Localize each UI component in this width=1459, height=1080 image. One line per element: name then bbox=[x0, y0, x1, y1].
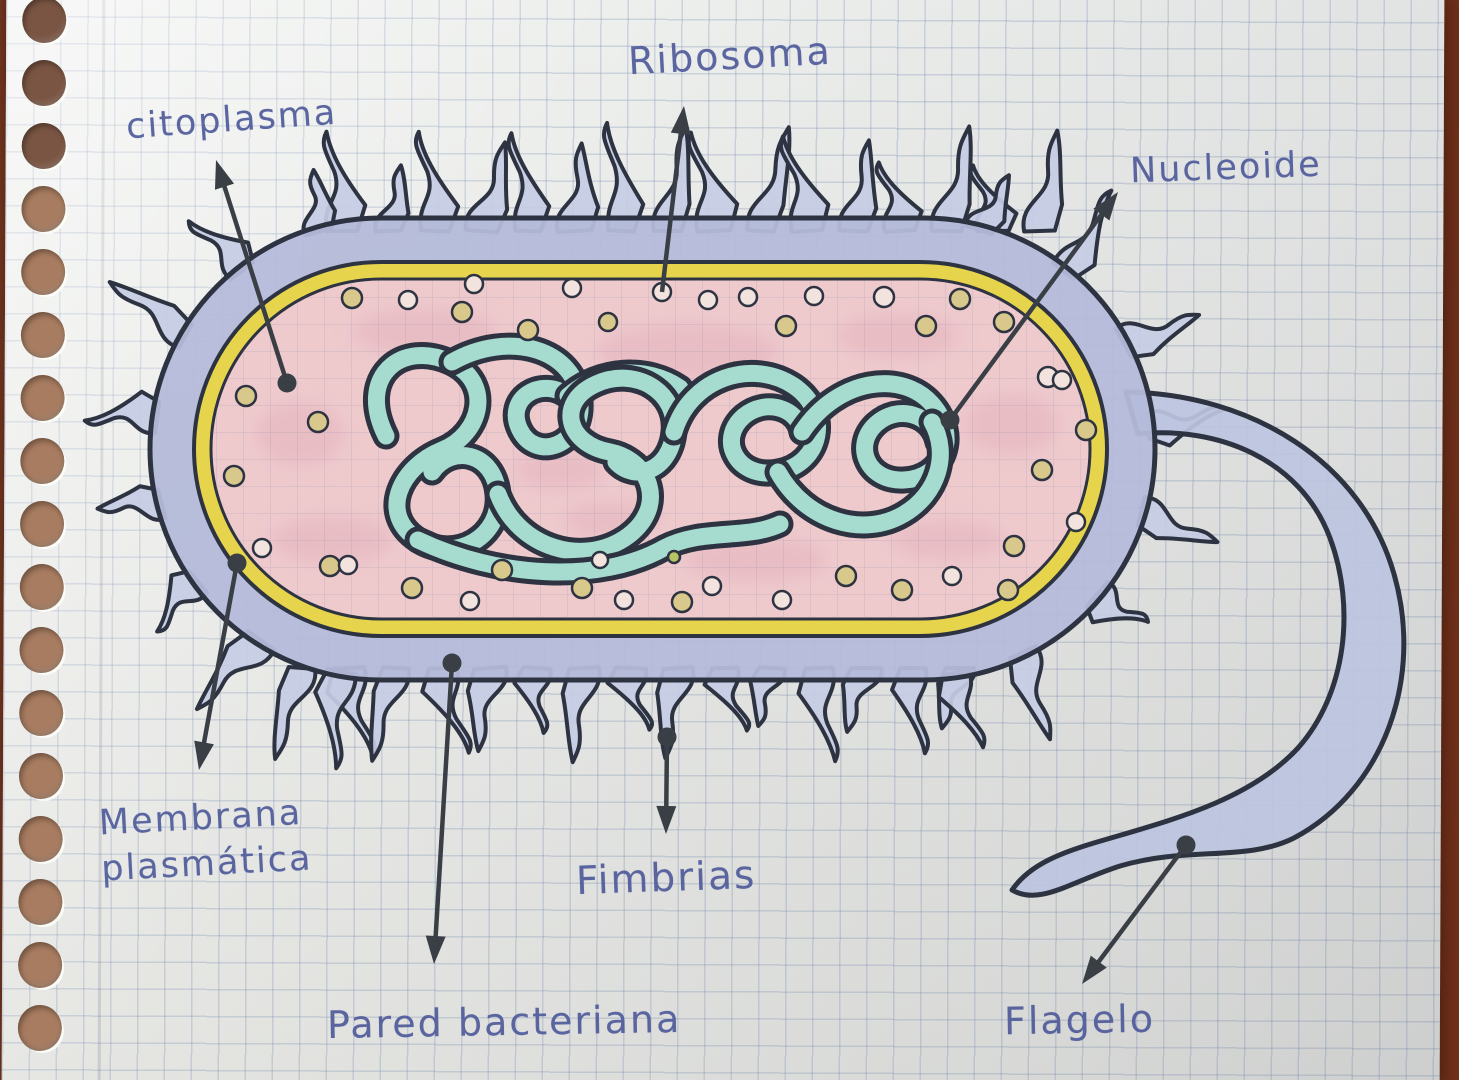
ribosome-dot bbox=[561, 277, 583, 299]
ribosome-dot bbox=[948, 287, 972, 311]
fimbria-spike bbox=[194, 629, 277, 712]
membrana-arrow-line bbox=[200, 562, 240, 751]
fimbria-spike bbox=[929, 124, 973, 234]
pared-arrow-anchor-dot bbox=[442, 653, 462, 673]
nucleoide-arrow-arrowhead bbox=[1093, 192, 1118, 221]
ribosome-dot bbox=[570, 576, 594, 600]
dna-strand bbox=[409, 515, 789, 581]
ribosome-dot bbox=[670, 590, 694, 614]
flagellum bbox=[1009, 389, 1407, 898]
ribosome-dot bbox=[1074, 418, 1098, 442]
ribosome-dot bbox=[318, 554, 342, 578]
ribosome-dot bbox=[666, 549, 682, 565]
ribosoma-arrow-line bbox=[659, 125, 684, 293]
flagelo-arrow-anchor-dot bbox=[1176, 835, 1196, 855]
flagelo-arrow-line bbox=[1092, 843, 1188, 970]
fimbrias-arrow-arrowhead bbox=[656, 805, 677, 834]
ribosome-dot bbox=[803, 285, 825, 307]
ribosome-dot bbox=[771, 589, 793, 611]
fimbria-spike bbox=[936, 668, 987, 750]
ribosome-dot bbox=[490, 558, 514, 582]
citoplasma-arrow-line bbox=[219, 178, 290, 384]
fimbria-spike bbox=[272, 664, 318, 761]
ribosome-dot bbox=[400, 576, 424, 600]
membrana-arrow-arrowhead bbox=[194, 740, 214, 770]
fimbria-spike bbox=[1113, 312, 1202, 360]
fimbria-spike bbox=[186, 219, 256, 282]
ribosome-dots bbox=[222, 273, 1098, 614]
flagelo-arrow-arrowhead bbox=[1082, 955, 1107, 984]
ribosome-dot bbox=[337, 554, 359, 576]
ribosome-dot bbox=[1065, 511, 1087, 533]
ribosome-dot bbox=[774, 314, 798, 338]
pared-arrow-line bbox=[432, 662, 455, 945]
fimbria-spike bbox=[1135, 495, 1220, 545]
ribosome-dot bbox=[463, 273, 485, 295]
ribosome-dot bbox=[613, 589, 635, 611]
ribosome-dot bbox=[914, 314, 938, 338]
membrana-arrow-anchor-dot bbox=[227, 553, 247, 573]
ribosome-dot bbox=[306, 410, 330, 434]
dna-strand bbox=[769, 413, 949, 534]
ribosome-dot bbox=[450, 300, 474, 324]
nucleoide-arrow-line bbox=[948, 206, 1108, 422]
label-nucleoide: Nucleoide bbox=[1129, 144, 1323, 192]
fimbria-spike bbox=[1021, 128, 1065, 234]
ribosome-dot bbox=[459, 590, 481, 612]
label-flagelo: Flagelo bbox=[1003, 996, 1156, 1044]
ribosome-dot bbox=[992, 310, 1016, 334]
ribosome-dot bbox=[890, 578, 914, 602]
ribosome-dot bbox=[996, 578, 1020, 602]
fimbria-spike bbox=[107, 280, 194, 350]
ribosome-dot bbox=[697, 289, 719, 311]
citoplasma-arrow-anchor-dot bbox=[277, 373, 297, 393]
ribosome-dot bbox=[1002, 534, 1026, 558]
ribosome-dot bbox=[834, 564, 858, 588]
ribosome-dot bbox=[1051, 369, 1073, 391]
ribosome-dot bbox=[597, 311, 619, 333]
dna-strand bbox=[793, 375, 955, 489]
fimbria-spike bbox=[1007, 644, 1053, 742]
ribosome-dot bbox=[872, 285, 896, 309]
cell-capsule bbox=[147, 215, 1158, 683]
nucleoide-arrow-anchor-dot bbox=[940, 410, 960, 430]
ribosome-dot bbox=[941, 565, 963, 587]
ribosome-dot bbox=[701, 575, 723, 597]
fimbria-spike bbox=[95, 484, 168, 522]
fimbrias-arrow-anchor-dot bbox=[657, 727, 677, 747]
ribosome-dot bbox=[222, 464, 246, 488]
fimbria-spike bbox=[313, 666, 358, 771]
ribosome-dot bbox=[1030, 458, 1054, 482]
annotation-arrows bbox=[194, 106, 1196, 984]
ribosome-dot bbox=[340, 286, 364, 310]
pared-arrow-arrowhead bbox=[425, 935, 446, 964]
ribosome-dot bbox=[516, 318, 540, 342]
citoplasma-arrow-arrowhead bbox=[214, 160, 235, 190]
ribosome-dot bbox=[251, 537, 273, 559]
nucleoid-dna-tangle bbox=[362, 332, 960, 586]
ribosome-dot bbox=[737, 286, 759, 308]
label-fimbrias: Fimbrias bbox=[575, 852, 757, 905]
ribosome-dot bbox=[590, 550, 610, 570]
ribosoma-arrow-arrowhead bbox=[670, 106, 691, 135]
ribosome-dot bbox=[397, 289, 419, 311]
ribosome-dot bbox=[234, 384, 258, 408]
fimbria-spike bbox=[82, 389, 162, 436]
fimbrias-arrow-line bbox=[663, 736, 670, 815]
label-pared-bacteriana: Pared bacteriana bbox=[326, 996, 682, 1048]
